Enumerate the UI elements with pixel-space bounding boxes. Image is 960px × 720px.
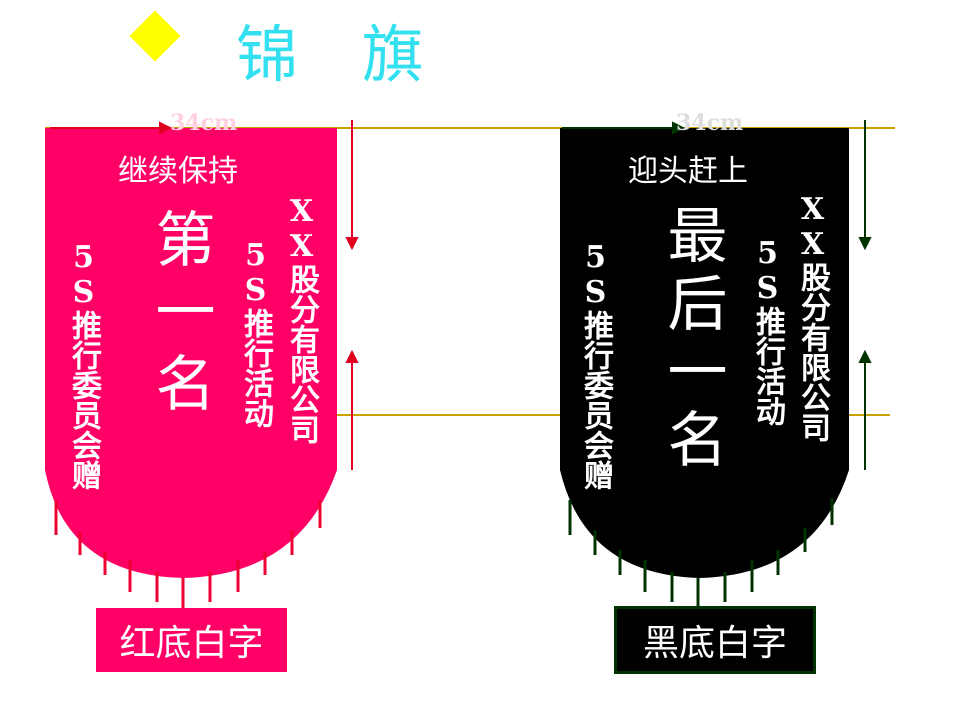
red-banner [45, 128, 337, 578]
red-dimension-arrows [50, 120, 359, 470]
red-banner-fringe [54, 500, 322, 608]
red-banner-activity: 5S推行活动 [238, 238, 273, 428]
black-banner-caption: 黑底白字 [614, 606, 816, 674]
black-banner-activity: 5S推行活动 [750, 236, 785, 426]
red-banner-caption: 红底白字 [96, 608, 287, 672]
black-banner [560, 128, 849, 578]
red-banner-giver: 5S推行委员会赠 [66, 240, 101, 490]
page-title: 锦 旗 [236, 18, 446, 91]
black-banner-giver: 5S推行委员会赠 [578, 240, 613, 490]
black-banner-company: XX股分有限公司 [795, 192, 830, 442]
red-banner-rank: 第一名 [145, 208, 215, 424]
red-banner-company: XX股分有限公司 [284, 194, 319, 444]
black-banner-rank: 最后一名 [657, 204, 727, 476]
black-banner-fringe [568, 498, 834, 608]
red-banner-motto: 继续保持 [118, 154, 238, 189]
black-dimension-arrows [562, 120, 872, 470]
red-banner-width-label: 34cm [170, 110, 238, 136]
black-banner-width-label: 34cm [676, 110, 744, 136]
black-banner-motto: 迎头赶上 [628, 154, 748, 189]
